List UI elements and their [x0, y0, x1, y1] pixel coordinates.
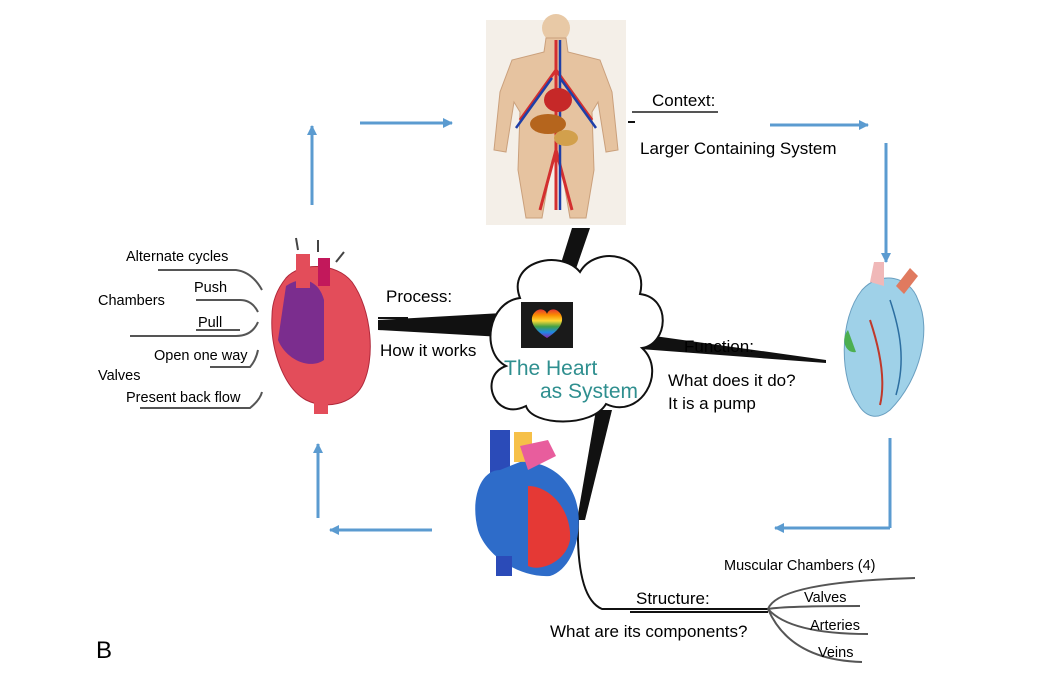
- process-description: How it works: [380, 341, 476, 360]
- structure-item-valves: Valves: [804, 590, 846, 606]
- function-line2: It is a pump: [668, 394, 756, 413]
- process-label-alternate-cycles: Alternate cycles: [126, 249, 228, 265]
- cycle-arrows: [307, 118, 892, 535]
- process-label-push: Push: [194, 280, 227, 296]
- process-label-present-back-flow: Present back flow: [126, 390, 241, 406]
- context-description: Larger Containing System: [640, 139, 837, 158]
- center-cloud: [489, 255, 664, 423]
- branch-structure-thick: [577, 410, 612, 520]
- function-heading: Function:: [684, 337, 754, 356]
- human-circulatory-system-icon: [486, 14, 626, 225]
- process-branches: [130, 269, 263, 409]
- structure-heading: Structure:: [636, 589, 710, 608]
- branch-lines: [378, 111, 916, 663]
- process-label-open-one-way: Open one way: [154, 348, 248, 364]
- structure-description: What are its components?: [550, 622, 747, 641]
- heart-anatomy-blue-icon: [843, 262, 925, 417]
- process-label-pull: Pull: [198, 315, 222, 331]
- function-line1: What does it do?: [668, 371, 796, 390]
- branch-structure-curve: [576, 519, 768, 610]
- context-heading: Context:: [652, 91, 715, 110]
- process-heading: Process:: [386, 287, 452, 306]
- center-title-line2: as System: [540, 380, 638, 403]
- center-title-line1: The Heart: [504, 357, 598, 380]
- branch-function: [626, 334, 826, 363]
- branch-process: [378, 312, 520, 338]
- heart-cross-section-icon: [475, 430, 579, 577]
- process-label-valves: Valves: [98, 368, 140, 384]
- structure-item-arteries: Arteries: [810, 618, 860, 634]
- structure-item-muscular-chambers: Muscular Chambers (4): [724, 558, 876, 574]
- heart-pumping-icon: [271, 237, 371, 414]
- process-label-chambers: Chambers: [98, 293, 165, 309]
- panel-letter: B: [96, 637, 112, 664]
- branches: [378, 228, 826, 520]
- structure-item-veins: Veins: [818, 645, 853, 661]
